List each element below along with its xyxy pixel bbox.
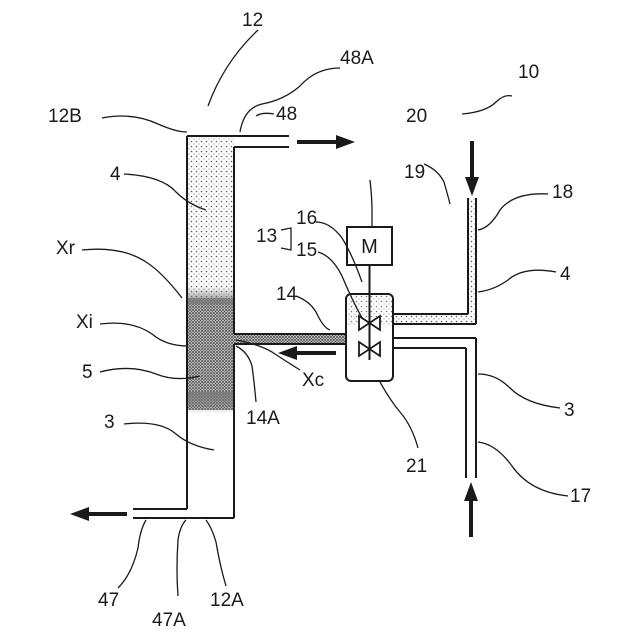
column-fills — [187, 136, 234, 414]
arrow-feed-to-column — [278, 346, 336, 360]
mixed-layer-fade-bottom — [187, 392, 234, 414]
label-mixer-vessel: 21 — [406, 456, 427, 477]
motor-symbol: M — [361, 236, 378, 258]
label-column-top: 12B — [48, 106, 82, 127]
upper-inlet-fill — [393, 198, 476, 324]
label-column-bottom: 12A — [210, 590, 244, 611]
label-fluid-upper: 4 — [110, 164, 121, 185]
reference-labels: 10 12 12B 48A 48 4 Xr Xi 5 3 13 16 15 14… — [48, 10, 591, 631]
feed-pipe-fill — [234, 334, 346, 344]
label-interface: Xi — [76, 312, 93, 333]
label-outlet-bottom-pipe-joint: 47A — [152, 610, 186, 631]
label-interface-upper: Xr — [56, 238, 76, 259]
label-column: 12 — [242, 10, 263, 31]
label-fig-ref: 10 — [518, 62, 539, 83]
label-feed-point: Xc — [302, 370, 324, 391]
arrow-lower-inlet — [464, 482, 478, 537]
label-inlet-upper-ref: 20 — [406, 106, 427, 127]
label-mixer-impeller: 15 — [296, 240, 317, 261]
arrow-upper-inlet — [465, 141, 479, 196]
mixed-layer-fade-top — [187, 286, 234, 304]
label-outlet-top-pipe: 48 — [276, 104, 297, 125]
label-mixer-shaft: 16 — [296, 208, 317, 229]
label-feed-pipe-joint: 14A — [246, 408, 280, 429]
arrow-outlet-bottom — [70, 507, 127, 521]
label-mixed-layer: 5 — [82, 362, 93, 383]
label-motor-ref: 19 — [404, 162, 425, 183]
label-mixing-unit: 13 — [256, 226, 277, 247]
arrow-outlet-top — [297, 135, 355, 149]
label-inlet-lower-pipe: 17 — [570, 486, 591, 507]
label-feed-pipe: 14 — [276, 284, 298, 305]
label-inlet-upper-pipe: 18 — [552, 182, 573, 203]
upper-inlet-outline — [393, 198, 476, 324]
label-inlet-lower-fluid: 3 — [564, 400, 575, 421]
label-inlet-upper-fluid: 4 — [560, 264, 571, 285]
upper-fluid-region — [187, 136, 234, 298]
label-fluid-lower: 3 — [104, 412, 115, 433]
label-outlet-top-pipe-joint: 48A — [340, 48, 374, 69]
leader-lines — [82, 30, 568, 596]
label-outlet-bottom-pipe: 47 — [98, 590, 119, 611]
